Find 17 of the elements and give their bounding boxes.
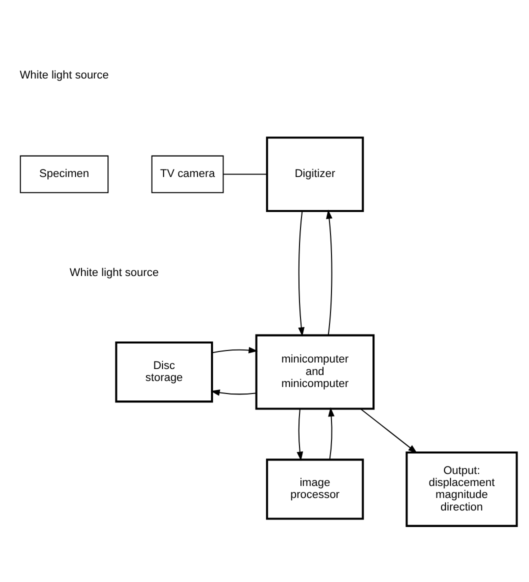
node-box: minicomputer and minicomputer bbox=[255, 334, 375, 410]
node-text: White light source bbox=[70, 266, 159, 279]
arrow bbox=[212, 346, 258, 353]
node-box: TV camera bbox=[151, 154, 224, 193]
arrow bbox=[210, 389, 256, 396]
arrow bbox=[296, 408, 304, 460]
arrow bbox=[326, 209, 332, 335]
node-box: Specimen bbox=[20, 154, 109, 193]
connector bbox=[223, 173, 268, 174]
node-box: Disc storage bbox=[115, 340, 214, 402]
arrow bbox=[360, 408, 418, 453]
arrow bbox=[298, 210, 305, 336]
node-box: Output: displacement magnitude direction bbox=[406, 451, 518, 526]
arrow bbox=[328, 406, 335, 459]
node-text: White light source bbox=[20, 68, 109, 81]
node-box: image processor bbox=[266, 458, 364, 520]
node-box: Digitizer bbox=[266, 136, 364, 212]
